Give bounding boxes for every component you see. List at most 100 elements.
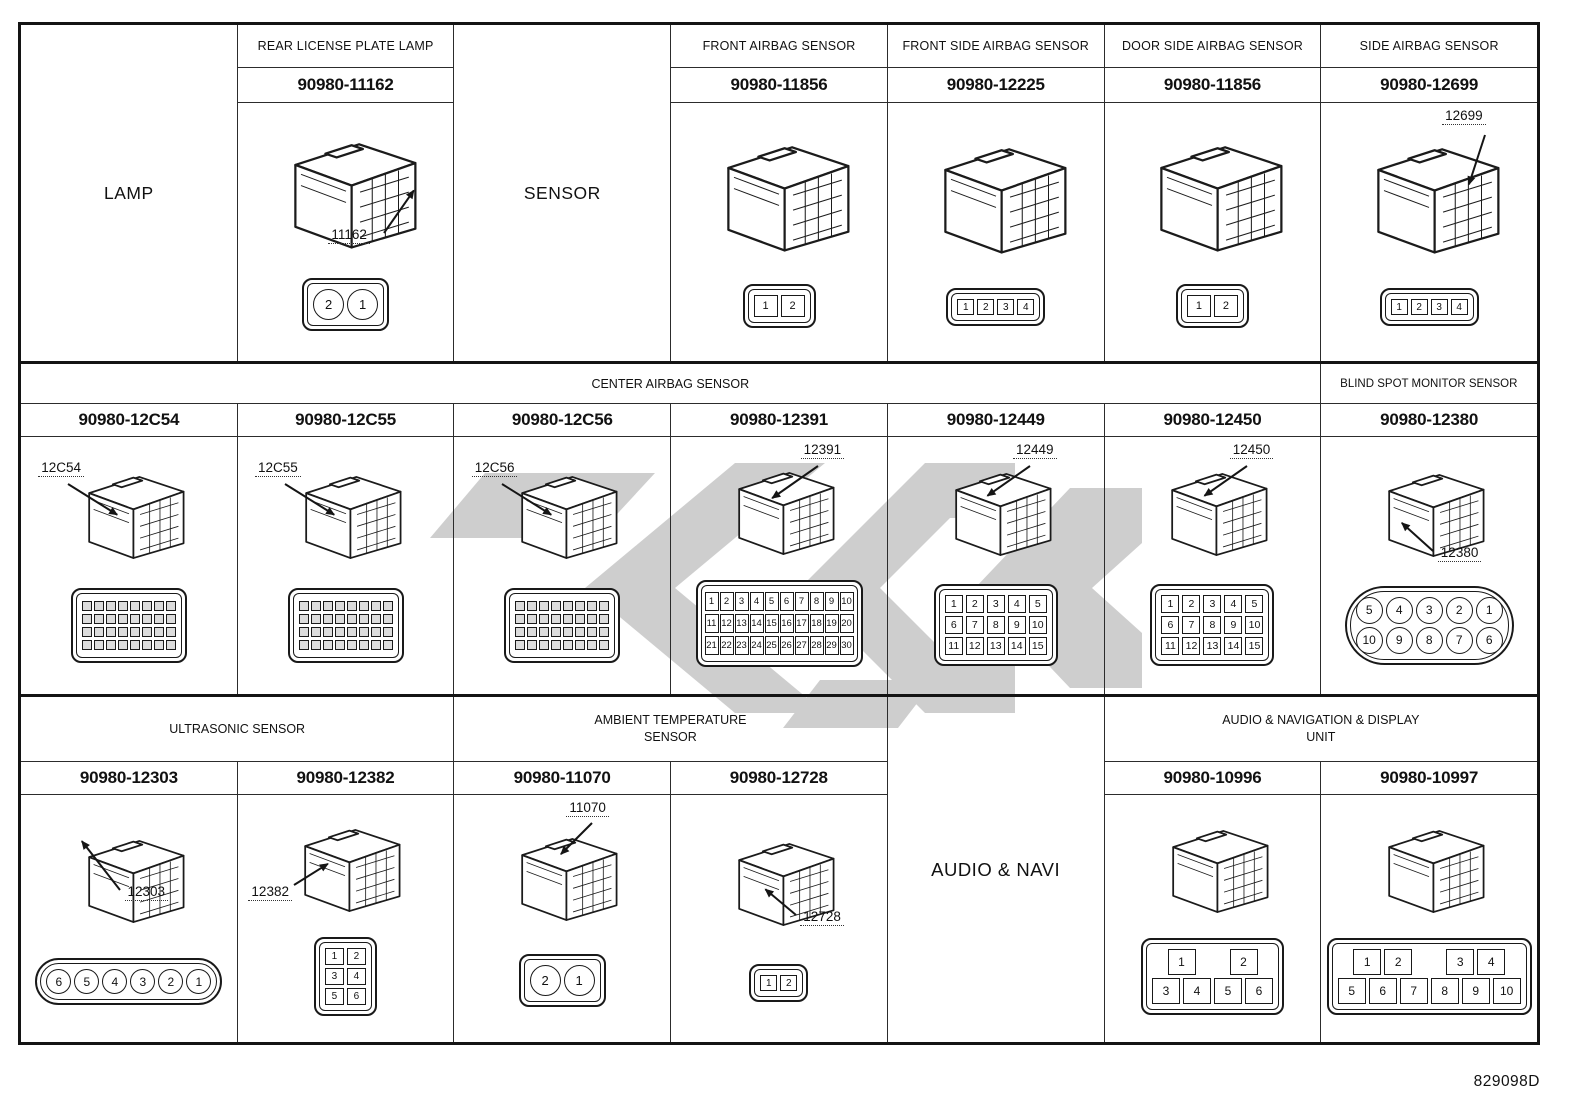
audio-navi-label: AUDIO & NAVI — [931, 858, 1061, 880]
part-number: 90980-10997 — [1380, 768, 1479, 788]
pin-cavity — [527, 614, 538, 625]
pin-cavity — [382, 614, 393, 625]
pin-cavity: 3 — [1415, 596, 1443, 624]
pin-cavity: 2 — [719, 592, 734, 612]
pin-cavity — [599, 614, 610, 625]
pin-cavity: 6 — [1368, 978, 1397, 1005]
pin-cavity — [165, 627, 176, 638]
pin-cavity — [141, 614, 152, 625]
band-center-airbag-sensor: CENTER AIRBAG SENSOR BLIND SPOT MONITOR … — [21, 361, 1537, 695]
pin-cavity: 15 — [764, 614, 779, 634]
pin-cavity: 1 — [186, 969, 212, 995]
header-label: REAR LICENSE PLATE LAMP — [257, 39, 434, 53]
callout-label: 12C54 — [38, 460, 85, 478]
pin-cavity: 8 — [986, 615, 1005, 634]
part-number-cell: 90980-11162 — [237, 68, 454, 103]
audio-navi-cell: AUDIO & NAVI — [888, 697, 1105, 1042]
band2-part-row: 90980-12C54 90980-12C55 90980-12C56 9098… — [21, 404, 1537, 437]
part-number-cell: 90980-12391 — [671, 404, 888, 436]
pin-cavity: 3 — [986, 594, 1005, 613]
connector-3d-view — [521, 475, 618, 559]
column-header: DOOR SIDE AIRBAG SENSOR — [1104, 25, 1321, 68]
pin-cavity — [310, 601, 321, 612]
sensor-label: SENSOR — [523, 182, 601, 203]
part-number: 90980-12449 — [946, 410, 1045, 429]
pin-cavity: 2 — [529, 965, 561, 997]
pin-cavity: 1 — [944, 594, 963, 613]
pin-cavity: 3 — [324, 968, 344, 986]
pin-cavity: 13 — [986, 636, 1005, 655]
center-airbag-header-cell: CENTER AIRBAG SENSOR — [21, 364, 1320, 403]
group-header: ULTRASONIC SENSOR — [21, 697, 454, 763]
pin-cavity — [358, 601, 369, 612]
pin-cavity: 1 — [1186, 295, 1211, 318]
pin-cavity: 1 — [704, 592, 719, 612]
pin-cavity: 4 — [749, 592, 764, 612]
pin-cavity — [599, 601, 610, 612]
pin-cavity: 3 — [734, 592, 749, 612]
part-number-cell: 90980-12C56 — [454, 404, 672, 436]
pin-cavity — [153, 640, 164, 651]
header-label: CENTER AIRBAG SENSOR — [591, 376, 750, 391]
pin-cavity: 6 — [1161, 615, 1180, 634]
pin-cavity — [298, 640, 309, 651]
pin-cavity: 5 — [1028, 594, 1047, 613]
pin-cavity: 8 — [809, 592, 824, 612]
pin-cavity — [81, 627, 92, 638]
part-number-cell: 90980-12303 — [21, 762, 237, 796]
pin-cavity — [105, 614, 116, 625]
part-number-cell: 90980-12225 — [887, 68, 1104, 103]
pin-cavity — [515, 614, 526, 625]
pin-cavity: 2 — [158, 969, 184, 995]
col-rear-license-plate-lamp: REAR LICENSE PLATE LAMP 90980-11162 1116… — [237, 25, 455, 361]
part-number: 90980-12225 — [946, 75, 1045, 94]
connector-3d-view — [955, 473, 1052, 557]
pin-cavity — [346, 601, 357, 612]
pin-cavity — [515, 627, 526, 638]
connector-3d-view — [521, 837, 618, 921]
pin-cavity — [382, 627, 393, 638]
pin-cavity — [310, 640, 321, 651]
pin-cavity: 3 — [1430, 299, 1448, 316]
pin-cavity: 3 — [1446, 949, 1475, 976]
pin-cavity: 15 — [1245, 636, 1264, 655]
part-number-cell: 90980-11856 — [1104, 68, 1321, 103]
pin-cavity — [563, 627, 574, 638]
pin-cavity — [599, 627, 610, 638]
pin-cavity: 2 — [313, 289, 345, 321]
column-header: SIDE AIRBAG SENSOR — [1321, 25, 1538, 68]
pin-cavity — [515, 601, 526, 612]
pin-cavity: 17 — [794, 614, 809, 634]
pin-cavity — [551, 640, 562, 651]
connector-3d-view — [88, 475, 185, 559]
pin-cavity: 23 — [734, 636, 749, 656]
pin-cavity: 24 — [749, 636, 764, 656]
pin-cavity — [129, 614, 140, 625]
pin-cavity: 2 — [965, 594, 984, 613]
group-header: AUDIO & NAVIGATION & DISPLAY UNIT — [1104, 697, 1537, 763]
pin-cavity — [93, 614, 104, 625]
pin-cavity: 1 — [1353, 949, 1382, 976]
lamp-label: LAMP — [104, 182, 154, 203]
pin-cavity — [539, 627, 550, 638]
part-number: 90980-12699 — [1380, 75, 1479, 94]
column-header: FRONT SIDE AIRBAG SENSOR — [887, 25, 1104, 68]
pin-cavity — [563, 601, 574, 612]
header-label: FRONT AIRBAG SENSOR — [702, 39, 856, 53]
pin-cavity: 10 — [1245, 615, 1264, 634]
